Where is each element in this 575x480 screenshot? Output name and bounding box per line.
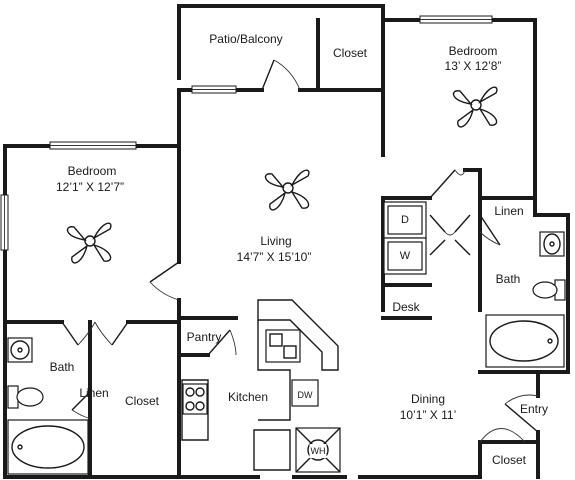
- patio-label: Patio/Balcony: [209, 32, 283, 46]
- dining-dims: 10’1” X 11’: [399, 408, 457, 422]
- door-swing-icon: [61, 59, 539, 443]
- dryer-label: D: [401, 214, 409, 226]
- toilet-icon: [7, 385, 44, 409]
- dishwasher: [291, 379, 319, 407]
- kitchen-sink-icon: [265, 329, 301, 363]
- pantry-label: Pantry: [186, 330, 222, 344]
- ceiling-fan-icon: [264, 169, 310, 211]
- ceiling-fan-icon: [452, 86, 498, 128]
- bath-right-label: Bath: [495, 272, 521, 286]
- cooktop-icon: [182, 383, 208, 415]
- bedroom-left-label: Bedroom: [67, 164, 117, 178]
- bedroom-left-dims: 12’1” X 12’7”: [55, 180, 125, 194]
- closet-left-label: Closet: [124, 394, 160, 408]
- bedroom-right-dims: 13’ X 12’8”: [444, 59, 502, 73]
- bedroom-right-label: Bedroom: [448, 44, 498, 58]
- sink-icon: [539, 231, 565, 257]
- water-heater-label: WH: [309, 444, 327, 458]
- toilet-icon: [532, 279, 566, 301]
- closet-entry-label: Closet: [491, 453, 527, 467]
- closet-top-label: Closet: [332, 46, 368, 60]
- bathtub-icon: [7, 419, 89, 475]
- bath-left-label: Bath: [49, 360, 75, 374]
- washer-label: W: [399, 250, 411, 262]
- kitchen-counters: [181, 299, 339, 471]
- kitchen-label: Kitchen: [227, 390, 269, 404]
- windows: [0, 15, 493, 251]
- entry-label: Entry: [519, 402, 549, 416]
- bathtub-icon: [485, 314, 565, 368]
- dishwasher-label: DW: [297, 390, 313, 400]
- living-dims: 14’7” X 15’10”: [236, 250, 312, 264]
- living-label: Living: [260, 234, 292, 248]
- washer-dryer: [383, 201, 427, 275]
- sink-icon: [7, 337, 33, 363]
- dining-label: Dining: [410, 392, 446, 406]
- ceiling-fan-icon: [66, 222, 112, 264]
- linen-left-label: Linen: [79, 386, 109, 400]
- linen-right-label: Linen: [494, 204, 524, 218]
- desk-label: Desk: [392, 300, 420, 314]
